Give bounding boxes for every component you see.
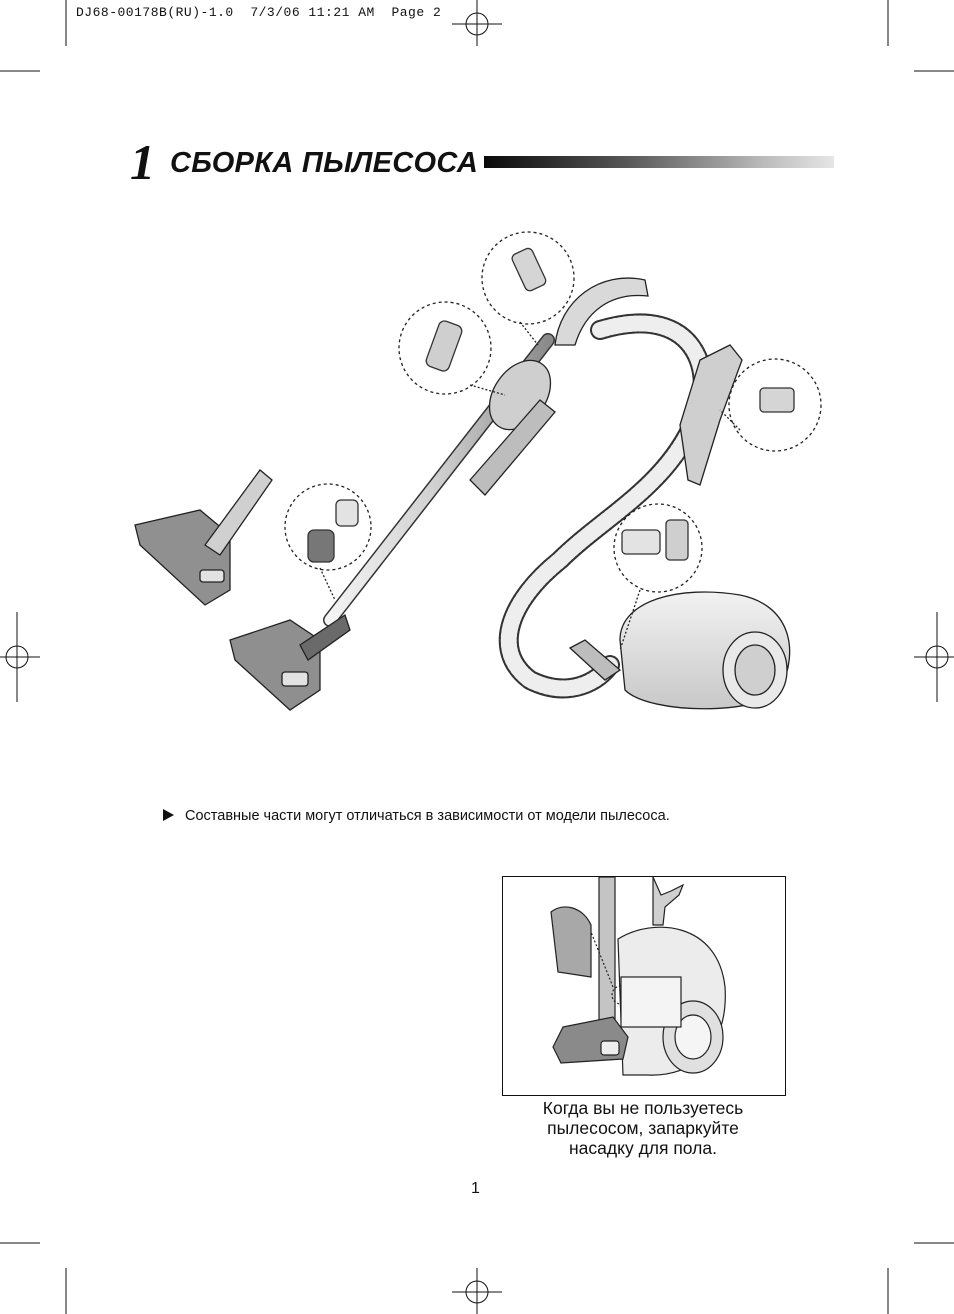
parked-vacuum-illustration (550, 877, 726, 1076)
note-text: Составные части могут отличаться в завис… (185, 808, 670, 824)
chapter-title: СБОРКА ПЫЛЕСОСА (170, 147, 479, 179)
print-header: DJ68-00178B(RU)-1.0 7/3/06 11:21 AM Page… (76, 5, 442, 20)
title-gradient-bar (484, 156, 834, 168)
parking-illustration-frame (502, 876, 786, 1096)
parking-caption-line: Когда вы не пользуетесь (542, 1098, 744, 1118)
parking-caption-line: пылесосом, запаркуйте (547, 1118, 739, 1138)
registration-mark-bottom (452, 1268, 502, 1314)
handle (554, 277, 649, 346)
page-number: 1 (471, 1180, 480, 1197)
registration-mark-left (0, 612, 40, 702)
vacuum-body (568, 591, 791, 710)
note-line: Составные части могут отличаться в завис… (163, 808, 670, 824)
chapter-number: 1 (130, 134, 155, 190)
registration-mark-right (914, 612, 954, 702)
parking-caption-line: насадку для пола. (569, 1138, 717, 1158)
parking-caption: Когда вы не пользуетесь пылесосом, запар… (500, 1098, 786, 1158)
spare-floor-brush (134, 469, 273, 606)
registration-mark-top (452, 0, 502, 46)
floor-brush (229, 613, 351, 711)
vacuum-assembly-illustration (134, 231, 822, 711)
triangle-right-icon (163, 809, 174, 821)
